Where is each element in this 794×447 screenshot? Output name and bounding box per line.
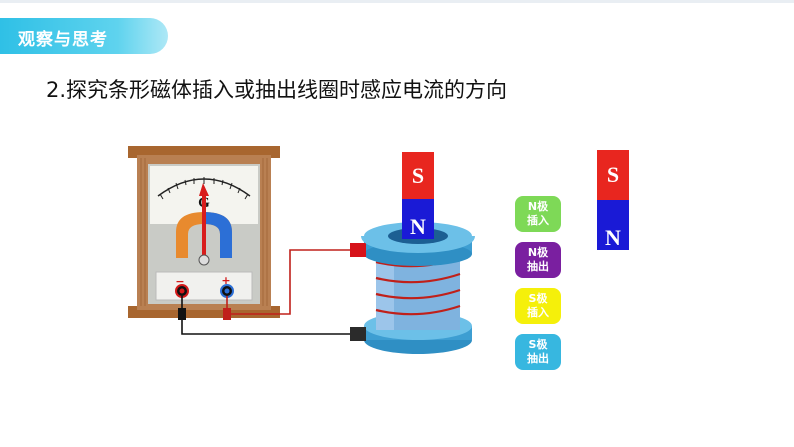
terminal-strip [155,271,253,301]
n-pole-withdraw-button[interactable]: N极 抽出 [515,242,561,278]
n-pole-insert-button[interactable]: N极 插入 [515,196,561,232]
page-title: 2.探究条形磁体插入或抽出线圈时感应电流的方向 [46,78,508,102]
magnet-coil-south [402,152,434,199]
n-pole-withdraw-line2: 抽出 [527,260,549,273]
magnet-coil-north [402,199,434,239]
n-pole-withdraw-line1: N极 [527,246,549,259]
magnet-coil-north-label: N [410,214,426,239]
pointer-needle [199,183,209,262]
pointer-pivot [198,254,210,266]
s-pole-insert-line2: 插入 [527,306,549,319]
dial-ticks [159,177,249,200]
s-pole-withdraw-line2: 抽出 [527,352,549,365]
s-pole-withdraw-button[interactable]: S极 抽出 [515,334,561,370]
terminal-minus-label: − [175,275,184,288]
section-tab: 观察与思考 [0,18,168,54]
bar-magnet-coil: S N [402,152,434,239]
galvanometer: G − + [128,146,280,318]
bar-magnet-right: S N [597,150,629,250]
wood-grain [140,158,268,306]
magnet-right-south [597,150,629,200]
plug-plus [223,308,231,320]
s-pole-insert-button[interactable]: S极 插入 [515,288,561,324]
s-pole-withdraw-line1: S极 [528,338,548,351]
s-pole-insert-line1: S极 [528,292,548,305]
coil-connector-bottom [350,327,366,341]
n-pole-insert-line2: 插入 [527,214,549,227]
plug-minus [178,308,186,320]
top-divider [0,0,794,3]
magnet-right-south-label: S [607,162,619,187]
n-pole-insert-line1: N极 [527,200,549,213]
internal-magnet-right [204,212,232,258]
magnet-coil-south-label: S [412,163,424,188]
magnet-right-north [597,200,629,250]
section-tab-label: 观察与思考 [18,30,108,50]
magnet-right-north-label: N [605,225,621,250]
wire-bottom-coil [181,318,352,335]
terminal-plus-label: + [221,274,230,287]
coil-connector-top [350,243,366,257]
